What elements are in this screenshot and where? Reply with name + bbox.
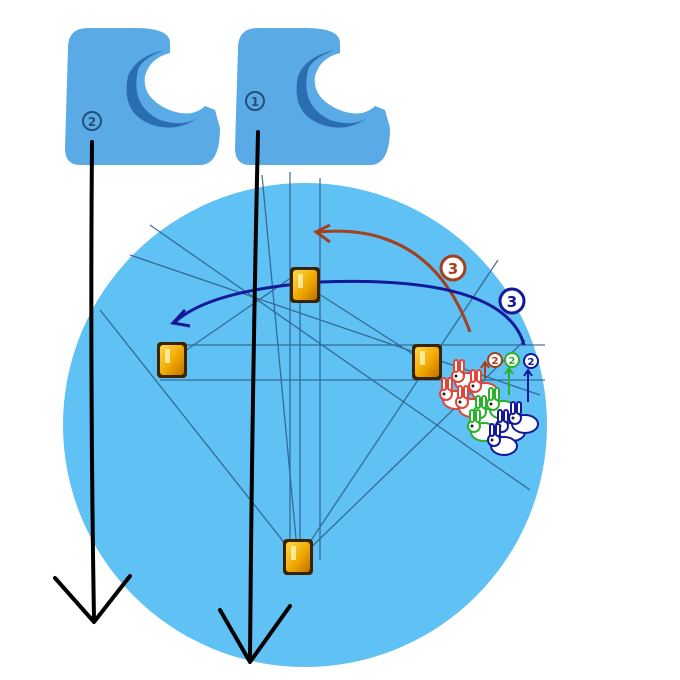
- gold-coin-icon: [290, 267, 320, 303]
- svg-text:3: 3: [448, 260, 458, 278]
- marker-3-red: 3: [439, 254, 467, 282]
- guide-lines: [99, 172, 545, 561]
- marker-2: 2: [82, 111, 102, 131]
- svg-text:2: 2: [492, 356, 499, 367]
- blue-arrow: [170, 279, 526, 346]
- marker-1: 1: [245, 91, 265, 111]
- gold-coin-icon: [412, 344, 442, 380]
- marker-small-red: 2: [487, 352, 503, 368]
- gold-coin-icon: [283, 539, 313, 575]
- svg-text:1: 1: [251, 95, 259, 109]
- marker-small-green: 2: [504, 352, 520, 368]
- svg-text:2: 2: [528, 357, 535, 368]
- arena-circle: [63, 183, 547, 667]
- red-arrow: [313, 223, 472, 333]
- small-arrows: [480, 360, 533, 402]
- svg-text:2: 2: [509, 356, 516, 367]
- down-arrow-left: [53, 140, 132, 624]
- c-hook-icon: [65, 28, 220, 165]
- marker-small-blue: 2: [523, 353, 539, 369]
- c-hook-icon: [235, 28, 390, 165]
- down-arrow-right: [218, 130, 292, 664]
- marker-3-blue: 3: [498, 287, 526, 315]
- svg-text:3: 3: [507, 293, 517, 311]
- gold-coin-icon: [157, 342, 187, 378]
- svg-text:2: 2: [88, 115, 96, 129]
